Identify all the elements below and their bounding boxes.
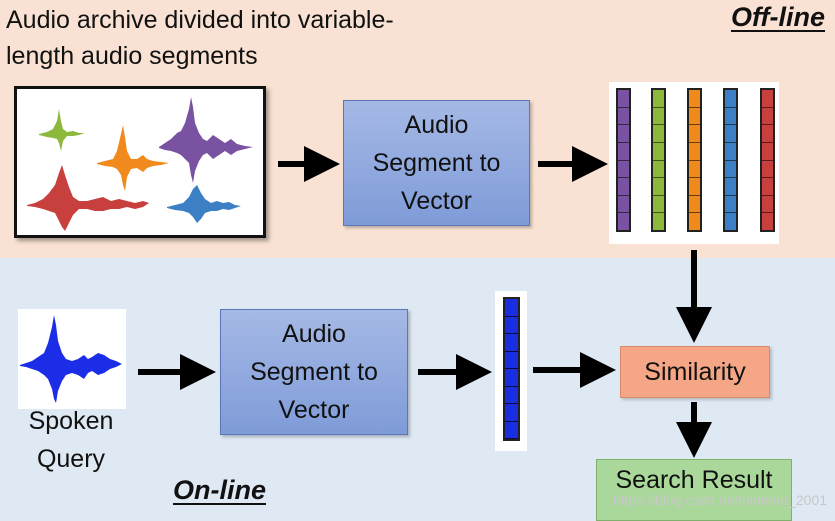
segment-to-vector-box-online: Audio Segment to Vector <box>220 309 408 435</box>
query-vector-cell <box>505 317 518 334</box>
vector-cell <box>618 108 629 126</box>
vector-column <box>760 88 775 232</box>
vector-cell <box>689 90 700 108</box>
query-vector-cell <box>505 404 518 422</box>
vector-cell <box>762 161 773 179</box>
vector-cell <box>689 161 700 179</box>
blue-segment-wave <box>167 185 241 223</box>
vector-cell <box>762 125 773 143</box>
vector-cell <box>725 125 736 143</box>
archive-caption-line-2: length audio segments <box>6 42 258 70</box>
segment-to-vector-line: Vector <box>401 187 472 215</box>
segment-to-vector-line: Audio <box>404 111 469 139</box>
vector-cell <box>762 178 773 196</box>
vector-cell <box>653 196 664 214</box>
query-vector-cell <box>505 299 518 317</box>
archive-waveforms <box>27 97 253 231</box>
vector-cell <box>689 125 700 143</box>
query-vector-cell <box>505 369 518 387</box>
green-segment-wave <box>39 109 85 151</box>
spoken-query-wave-box <box>18 309 126 409</box>
audio-archive-box <box>14 86 266 238</box>
segment-to-vector-line: Segment to <box>250 358 378 386</box>
vector-cell <box>762 143 773 161</box>
vector-cell <box>653 143 664 161</box>
segment-to-vector-box-offline: Audio Segment to Vector <box>343 100 530 226</box>
vector-cell <box>689 143 700 161</box>
vector-cell <box>689 178 700 196</box>
watermark: https://blog.csdn.net/oldmao_2001 <box>612 492 827 508</box>
query-vector-cell <box>505 352 518 369</box>
query-vector-cell <box>505 334 518 352</box>
vector-cell <box>762 196 773 214</box>
vector-column <box>651 88 666 232</box>
vector-cell <box>618 90 629 108</box>
red-segment-wave <box>27 165 149 231</box>
vector-cell <box>725 178 736 196</box>
similarity-box: Similarity <box>620 346 770 398</box>
vector-cell <box>725 196 736 214</box>
vector-cell <box>689 196 700 214</box>
vector-cell <box>618 161 629 179</box>
segment-vectors-panel <box>609 82 779 244</box>
vector-cell <box>653 161 664 179</box>
spoken-query-label: Spoken Query <box>12 402 130 478</box>
vector-cell <box>653 178 664 196</box>
vector-cell <box>653 90 664 108</box>
search-result-box: Search Result <box>596 459 792 521</box>
vector-cell <box>762 108 773 126</box>
vector-cell <box>725 143 736 161</box>
vector-column <box>687 88 702 232</box>
segment-to-vector-line: Segment to <box>372 149 501 177</box>
vector-cell <box>618 178 629 196</box>
vector-cell <box>725 90 736 108</box>
segment-to-vector-line: Vector <box>278 396 350 424</box>
spoken-query-label-line-2: Query <box>36 445 106 473</box>
vector-cell <box>618 125 629 143</box>
online-label: On-line <box>173 475 266 505</box>
segment-to-vector-line: Audio <box>282 320 346 348</box>
spoken-query-label-line-1: Spoken <box>28 407 114 435</box>
spoken-query-waveform <box>20 315 122 403</box>
query-vector-panel <box>495 291 527 451</box>
offline-label: Off-line <box>731 2 825 32</box>
vector-cell <box>653 125 664 143</box>
query-vector-cell <box>505 422 518 439</box>
vector-column <box>616 88 631 232</box>
vector-cell <box>725 108 736 126</box>
query-vector-column <box>503 297 520 441</box>
vector-cell <box>762 90 773 108</box>
vector-cell <box>725 161 736 179</box>
archive-caption: Audio archive divided into variable- len… <box>6 2 394 74</box>
archive-caption-line-1: Audio archive divided into variable- <box>6 6 394 34</box>
purple-segment-wave <box>159 97 253 183</box>
vector-cell <box>618 196 629 214</box>
vector-cell <box>689 108 700 126</box>
vector-column <box>723 88 738 232</box>
vector-cell <box>618 143 629 161</box>
query-vector-cell <box>505 387 518 404</box>
vector-cell <box>653 108 664 126</box>
